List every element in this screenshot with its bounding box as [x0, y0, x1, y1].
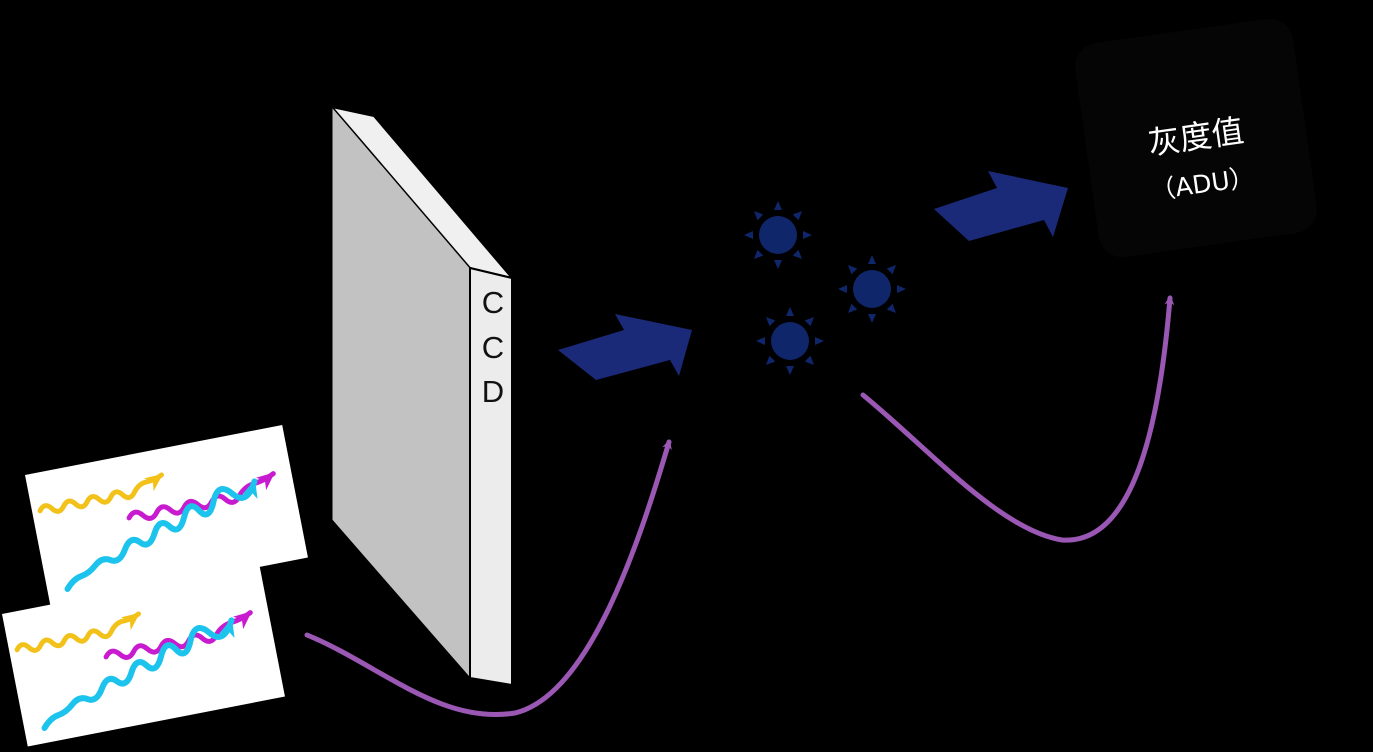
adu-output-box: 灰度值 （ADU）	[1075, 18, 1317, 258]
ccd-letter-2: C	[482, 330, 504, 365]
electron-to-adu-curve-arrow	[860, 295, 1175, 543]
ccd-side-face	[469, 266, 513, 687]
photon-to-ccd-curve-arrow	[304, 439, 672, 717]
ccd-sensor: C C D	[329, 105, 515, 687]
block-arrow-icon	[934, 171, 1068, 241]
ccd-letter-1: C	[482, 285, 504, 320]
block-arrow-icon	[558, 314, 692, 380]
ccd-letter-3: D	[482, 374, 504, 409]
